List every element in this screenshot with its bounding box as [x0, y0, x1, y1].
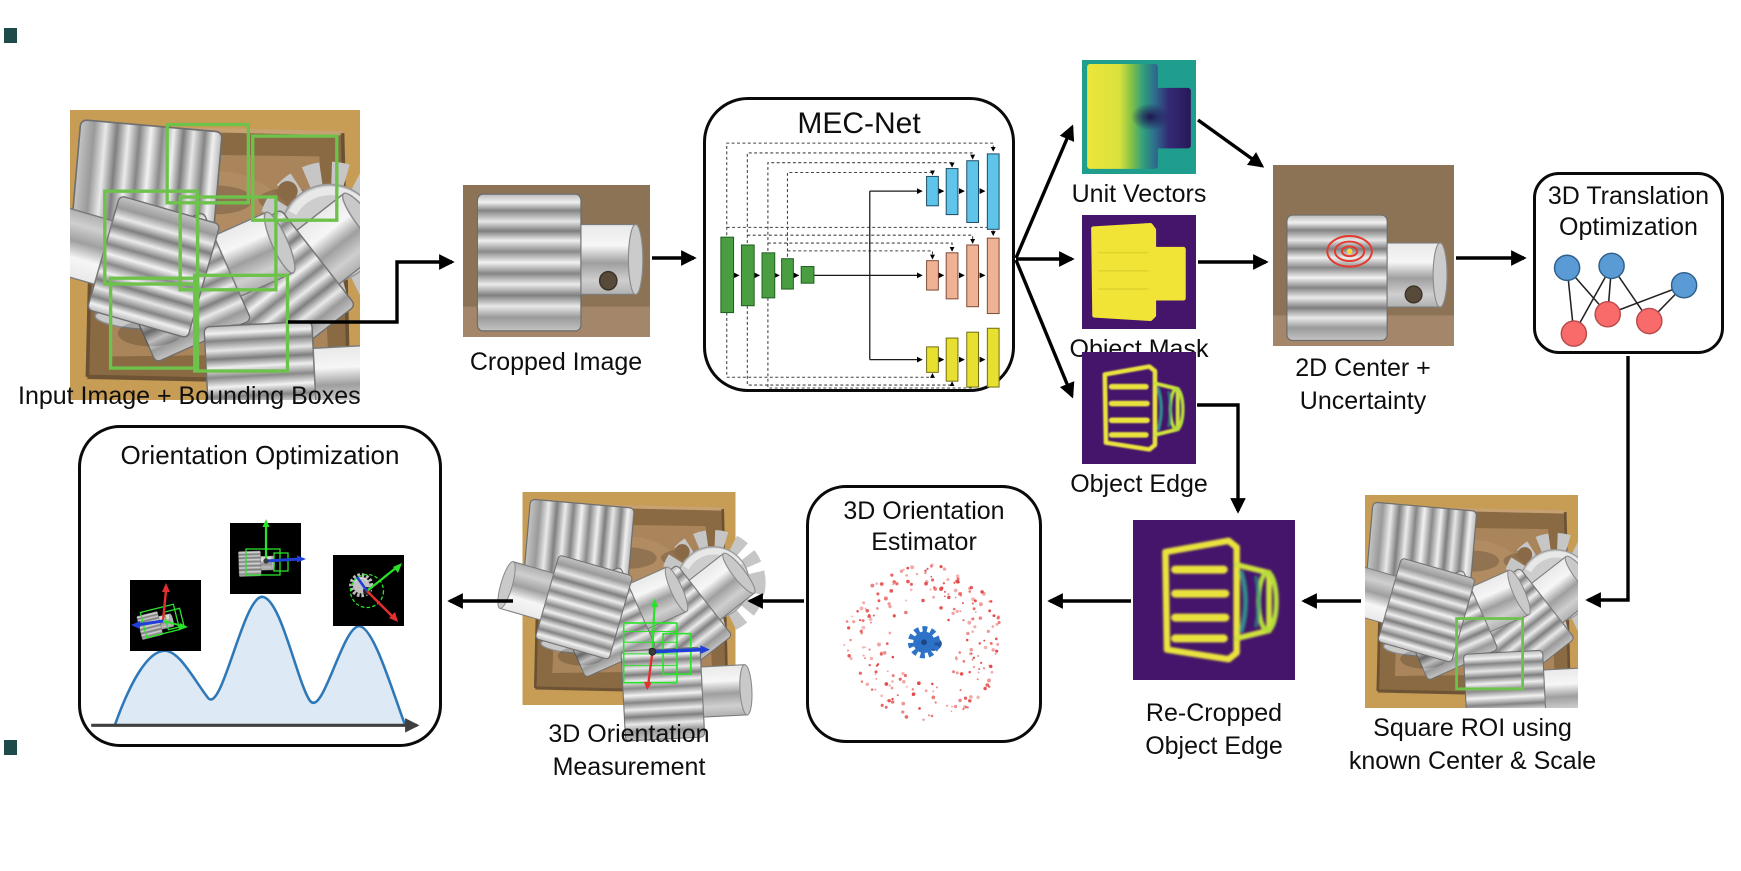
- square-roi-image: [1365, 495, 1578, 708]
- decoder-salmon-bars: [926, 237, 1000, 315]
- center-point: [1346, 248, 1353, 255]
- mecnet-diagram: [720, 142, 1000, 389]
- recropped-edge-label: Re-Cropped Object Edge: [1145, 699, 1283, 760]
- unit-vectors-map: [1082, 60, 1196, 174]
- mecnet-box: MEC-Net: [703, 97, 1015, 392]
- encoder-bars: [720, 236, 815, 314]
- orientation-measurement-image: [515, 492, 743, 705]
- translation-optimization-box: 3D Translation Optimization: [1533, 172, 1724, 354]
- slide-artifact-bottom: [4, 740, 17, 755]
- orientation-measurement-label: 3D Orientation Measurement: [548, 720, 710, 781]
- arrow-unitvectors-to-center: [1197, 118, 1265, 168]
- decoder-yellow-bars: [926, 327, 1000, 388]
- uncertainty-rings: [1326, 235, 1373, 268]
- mecnet-title: MEC-Net: [797, 107, 921, 140]
- object-edge-map: [1082, 352, 1196, 464]
- graph-red-nodes: [1560, 300, 1663, 347]
- orientation-optimization-box: Orientation Optimization: [78, 425, 442, 747]
- estimator-scatter: [843, 563, 1001, 721]
- unit-vectors-label: Unit Vectors: [1071, 180, 1207, 208]
- orientation-estimator-title: 3D Orientation Estimator: [843, 497, 1005, 556]
- pose-thumb-2: [230, 519, 306, 594]
- input-image: [70, 110, 360, 400]
- orientation-estimator-box: 3D Orientation Estimator: [806, 485, 1042, 743]
- square-roi-label: Square ROI using known Center & Scale: [1348, 714, 1597, 775]
- graph-blue-nodes: [1553, 252, 1698, 299]
- object-mask-map: [1082, 215, 1196, 329]
- translation-optimization-title: 3D Translation Optimization: [1547, 182, 1710, 241]
- recropped-edge-map: [1133, 520, 1295, 680]
- bounding-boxes: [103, 122, 339, 373]
- translation-graph: [1553, 252, 1698, 347]
- pose-axes: [643, 598, 710, 691]
- decoder-blue-bars: [926, 153, 1000, 230]
- pose-thumb-3: [333, 555, 404, 626]
- cropped-image-label: Cropped Image: [469, 348, 643, 376]
- object-edge-label: Object Edge: [1070, 470, 1208, 498]
- roi-box: [1455, 617, 1525, 691]
- estimator-pose-gear: [907, 626, 942, 659]
- center-uncertainty-image: [1273, 165, 1454, 346]
- orientation-optimization-title: Orientation Optimization: [120, 440, 400, 470]
- input-image-label: Input Image + Bounding Boxes: [18, 382, 361, 410]
- center-uncertainty-label: 2D Center + Uncertainty: [1295, 354, 1431, 415]
- pose-thumb-1: [130, 580, 201, 651]
- slide-artifact-top: [4, 28, 17, 43]
- arrow-translation-to-roi: [1585, 356, 1630, 608]
- arrow-mecnet-to-edge: [1014, 259, 1075, 399]
- cropped-image: [463, 185, 650, 337]
